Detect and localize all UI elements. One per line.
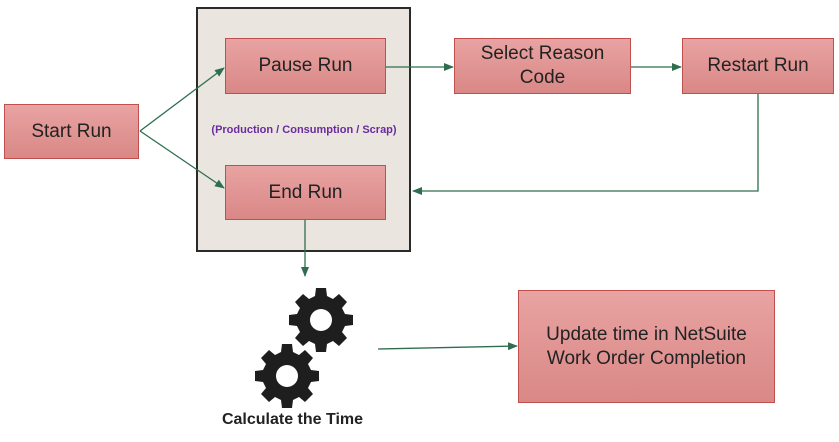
select-reason-code-label: Select Reason Code: [480, 43, 605, 88]
update-time-node: Update time in NetSuite Work Order Compl…: [518, 290, 775, 403]
gear-icon: [289, 288, 353, 352]
group-subtitle: (Production / Consumption / Scrap): [211, 124, 397, 136]
update-time-label: Update time in NetSuite Work Order Compl…: [546, 323, 747, 369]
pause-run-label: Pause Run: [258, 55, 353, 77]
arrow-calculate-to-update: [377, 342, 518, 351]
end-run-label: End Run: [268, 181, 343, 203]
select-reason-code-node: Select Reason Code: [454, 38, 631, 94]
arrow-restart-to-group: [412, 94, 759, 195]
pause-run-node: Pause Run: [225, 38, 386, 94]
arrow-start-to-pause: [139, 67, 225, 132]
restart-run-label: Restart Run: [707, 55, 809, 77]
start-run-label: Start Run: [31, 120, 112, 142]
gear-icon-secondary: [255, 344, 319, 408]
calculate-time-label: Calculate the Time: [221, 411, 364, 428]
restart-run-node: Restart Run: [682, 38, 834, 94]
start-run-node: Start Run: [4, 104, 139, 159]
end-run-node: End Run: [225, 165, 386, 220]
arrow-start-to-end: [139, 130, 225, 189]
